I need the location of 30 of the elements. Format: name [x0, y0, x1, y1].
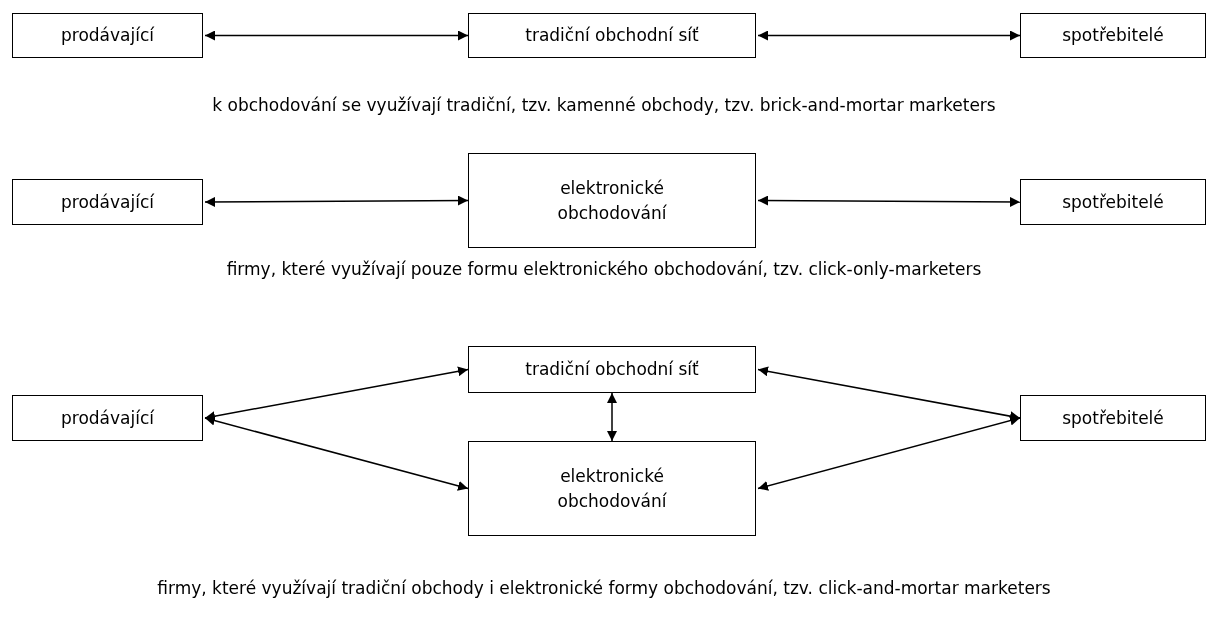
box-label: elektronické obchodování	[556, 176, 668, 225]
box-label: spotřebitelé	[1062, 406, 1164, 430]
arrow	[204, 195, 469, 207]
caption-text: k obchodování se využívají tradiční, tzv. kamenné obchody, tzv. brick-and-mortar marketers	[211, 94, 997, 117]
box	[1020, 395, 1206, 441]
arrow	[757, 415, 1021, 491]
box-label: spotřebitelé	[1062, 190, 1164, 214]
box-label: prodávající	[61, 24, 154, 48]
arrow	[757, 195, 1021, 207]
box	[1020, 13, 1206, 58]
caption-text: firmy, které využívají pouze formu elektronického obchodování, tzv. click-only-marketers	[225, 258, 983, 281]
arrow	[607, 392, 617, 442]
arrow	[204, 30, 469, 41]
box	[468, 346, 756, 393]
box-label: spotřebitelé	[1062, 24, 1164, 48]
box	[12, 395, 203, 441]
arrow	[757, 30, 1021, 41]
box	[468, 13, 756, 58]
box	[12, 13, 203, 58]
box	[468, 153, 756, 248]
box-label: tradiční obchodní síť	[525, 358, 699, 382]
caption-text: firmy, které využívají tradiční obchody i elektronické formy obchodování, tzv. click-and-mortar marketers	[156, 577, 1052, 600]
box	[468, 441, 756, 536]
box-label: prodávající	[61, 406, 154, 430]
box-label: elektronické obchodování	[556, 464, 668, 513]
arrow	[204, 415, 469, 491]
box-label: prodávající	[61, 190, 154, 214]
box	[12, 179, 203, 225]
box-label: tradiční obchodní síť	[525, 24, 699, 48]
box	[1020, 179, 1206, 225]
